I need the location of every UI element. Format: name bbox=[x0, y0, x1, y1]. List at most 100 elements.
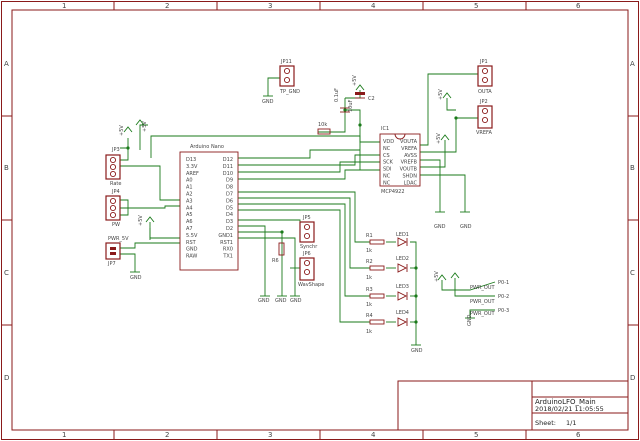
ic1-right-pin: VREFA bbox=[401, 146, 417, 152]
led4-name: LED4 bbox=[396, 310, 409, 316]
r3-name: R3 bbox=[366, 287, 373, 293]
jp5-label: Synchr bbox=[300, 244, 318, 250]
resistor-r5: 10k bbox=[317, 122, 331, 135]
zone-col-2: 2 bbox=[165, 431, 169, 439]
arduino-right-pin: D10 bbox=[223, 171, 233, 177]
arduino-left-pin: AREF bbox=[186, 171, 199, 177]
arduino-left-pin: A5 bbox=[186, 212, 193, 218]
arduino-left-pin: A6 bbox=[186, 219, 193, 225]
arduino-left-pin: RAW bbox=[186, 254, 197, 260]
zone-column-labels-bottom: 1 2 3 4 5 6 bbox=[62, 431, 581, 439]
jp1-label: OUTA bbox=[478, 89, 492, 95]
arduino-right-pin: D4 bbox=[226, 212, 233, 218]
zone-col-5: 5 bbox=[474, 431, 478, 439]
zone-row-B: B bbox=[4, 164, 9, 172]
ic1-left-pin: SCK bbox=[383, 160, 394, 166]
gnd-symbol: GND bbox=[130, 271, 142, 281]
zone-col-1: 1 bbox=[62, 2, 66, 10]
svg-text:+5V: +5V bbox=[434, 271, 440, 282]
ic1-left-pin: CS bbox=[383, 153, 390, 159]
arduino-left-pin: A1 bbox=[186, 185, 193, 191]
led-2: LED2 bbox=[396, 256, 409, 273]
output-2-name: PWR_OUT bbox=[470, 299, 496, 305]
zone-row-A: A bbox=[630, 60, 635, 68]
ic1-left-pin: VDD bbox=[383, 139, 394, 145]
jp6-label: WavShape bbox=[298, 282, 324, 288]
zone-column-labels-top: 1 2 3 4 5 6 bbox=[62, 2, 581, 10]
r4-name: R4 bbox=[366, 313, 373, 319]
svg-text:GND: GND bbox=[460, 224, 472, 230]
arduino-left-pin: A3 bbox=[186, 198, 193, 204]
output-3-pin: P0-3 bbox=[498, 308, 509, 314]
zone-col-4: 4 bbox=[371, 2, 376, 10]
jp11-name: JP11 bbox=[280, 59, 292, 65]
zone-col-3: 3 bbox=[268, 431, 272, 439]
zone-row-labels-left: A B C D bbox=[4, 60, 9, 382]
ic1-left-pin: SDI bbox=[383, 167, 392, 173]
gnd-symbol: GND bbox=[411, 344, 423, 354]
resistor-r4: R4 1k bbox=[366, 313, 385, 335]
jp2-name: JP2 bbox=[479, 99, 488, 105]
zone-row-D: D bbox=[4, 374, 9, 382]
jp6-name: JP6 bbox=[302, 251, 311, 257]
jp6-connector: JP6 WavShape bbox=[298, 251, 324, 288]
arduino-right-pin: D3 bbox=[226, 219, 233, 225]
ic1-right-pin: VREFB bbox=[401, 160, 418, 166]
jp11-label: TP_GND bbox=[279, 89, 300, 95]
arduino-right-pin: RX0 bbox=[223, 247, 233, 253]
jp1-name: JP1 bbox=[479, 59, 488, 65]
sheet-value: 1/1 bbox=[566, 419, 576, 427]
vcc-symbol: +5V bbox=[434, 271, 447, 282]
svg-text:GND: GND bbox=[290, 298, 302, 304]
jp7-connector: PWR_5V JP7 bbox=[105, 236, 129, 267]
ic1-left-pin: NC bbox=[383, 146, 391, 152]
c2-name: C2 bbox=[368, 96, 375, 102]
zone-row-D: D bbox=[630, 374, 635, 382]
output-3-name: PWR_OUT bbox=[470, 311, 496, 317]
arduino-left-pin: GND bbox=[186, 247, 198, 253]
arduino-right-pin: D5 bbox=[226, 205, 233, 211]
vcc-symbol: +5V bbox=[436, 133, 450, 144]
capacitor-c2: C2 10uF bbox=[348, 92, 375, 112]
resistor-r1: R1 1k bbox=[366, 233, 385, 254]
svg-text:GND: GND bbox=[258, 298, 270, 304]
resistor-r6: R6 bbox=[272, 242, 285, 264]
zone-col-4: 4 bbox=[371, 431, 376, 439]
gnd-symbol: GND bbox=[258, 295, 270, 304]
arduino-name: Arduino Nano bbox=[190, 144, 224, 150]
jp4-connector: JP4 PW bbox=[105, 189, 121, 228]
output-2-pin: P0-2 bbox=[498, 294, 509, 300]
jp4-name: JP4 bbox=[111, 189, 120, 195]
arduino-left-pin: A4 bbox=[186, 205, 193, 211]
r2-value: 1k bbox=[366, 275, 372, 281]
arduino-left-pin: D13 bbox=[186, 157, 196, 163]
jp3-name: JP3 bbox=[111, 147, 120, 153]
power-outputs: PWR_OUT P0-1 PWR_OUT P0-2 PWR_OUT P0-3 bbox=[470, 280, 509, 317]
svg-text:+5V: +5V bbox=[138, 215, 144, 226]
led-3: LED3 bbox=[396, 284, 409, 301]
jp7-name: JP7 bbox=[107, 261, 116, 267]
ic1-name: IC1 bbox=[381, 126, 389, 132]
zone-row-C: C bbox=[630, 269, 635, 277]
resistor-r2: R2 1k bbox=[366, 259, 385, 281]
zone-col-1: 1 bbox=[62, 431, 66, 439]
r5-value: 10k bbox=[318, 122, 327, 128]
vcc-symbol: +5V bbox=[119, 125, 133, 136]
output-1-name: PWR_OUT bbox=[470, 285, 496, 291]
zone-row-B: B bbox=[630, 164, 635, 172]
title-block: ArduinoLFO_Main 2018/02/21 11:05:55 Shee… bbox=[397, 380, 629, 431]
ic1-right-pin: LDAC bbox=[404, 180, 418, 186]
jp2-label: VREFA bbox=[476, 130, 492, 136]
svg-text:GND: GND bbox=[262, 99, 274, 105]
gnd-symbol: GND bbox=[275, 295, 287, 304]
inner-border bbox=[11, 9, 629, 431]
gnd-symbol: GND bbox=[460, 211, 472, 230]
vcc-symbol: +5V bbox=[138, 215, 155, 226]
gnd-symbol: GND bbox=[262, 95, 274, 105]
wires bbox=[120, 73, 496, 345]
zone-col-3: 3 bbox=[268, 2, 272, 10]
arduino-right-pin: TX1 bbox=[222, 254, 233, 260]
zone-row-C: C bbox=[4, 269, 9, 277]
svg-text:GND: GND bbox=[275, 298, 287, 304]
